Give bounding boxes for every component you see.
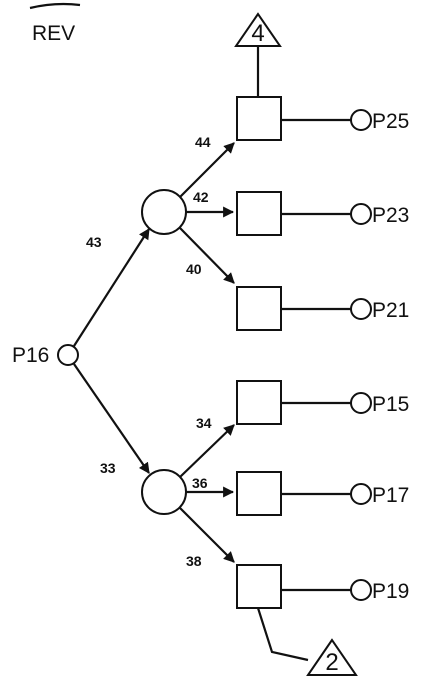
- edge-label-lower-3: 38: [186, 553, 202, 569]
- delta-marker-bottom: [306, 638, 358, 676]
- box-6: [236, 564, 282, 609]
- box-3: [236, 286, 282, 331]
- delta-marker-bottom-label: 2: [325, 649, 338, 676]
- output-node-4: [350, 392, 372, 414]
- source-label: P16: [12, 344, 49, 367]
- output-label-5: P17: [372, 484, 409, 507]
- output-node-5: [350, 483, 372, 505]
- edge-upper-3: [179, 227, 235, 284]
- junction-upper: [141, 189, 187, 235]
- edge-lower-main: [73, 363, 150, 474]
- output-label-3: P21: [372, 299, 409, 322]
- rev-label: REV: [32, 22, 75, 45]
- output-label-2: P23: [372, 204, 409, 227]
- edge-label-upper-1: 44: [195, 134, 211, 150]
- edge-label-upper-3: 40: [186, 261, 202, 277]
- rev-scribble: [29, 2, 81, 10]
- box-1: [236, 96, 282, 141]
- delta-marker-top-label: 4: [251, 20, 264, 47]
- edge-upper-main: [73, 228, 150, 347]
- source-node: [57, 344, 79, 366]
- output-label-4: P15: [372, 393, 409, 416]
- edge-label-upper-main: 43: [86, 234, 102, 250]
- output-label-1: P25: [372, 110, 409, 133]
- edge-upper-1: [179, 142, 235, 198]
- output-label-6: P19: [372, 580, 409, 603]
- edge-label-upper-2: 42: [193, 189, 209, 205]
- marker-bottom-connector: [256, 607, 309, 662]
- output-node-6: [350, 579, 372, 601]
- edge-lower-1: [179, 424, 235, 478]
- edge-lower-3: [179, 507, 235, 563]
- output-node-2: [350, 203, 372, 225]
- edge-label-lower-1: 34: [196, 415, 212, 431]
- output-node-3: [350, 298, 372, 320]
- box-2: [236, 191, 282, 236]
- edge-label-lower-2: 36: [192, 475, 208, 491]
- output-node-1: [350, 109, 372, 131]
- box-5: [236, 471, 282, 516]
- box-4: [236, 380, 282, 425]
- edge-label-lower-main: 33: [100, 460, 116, 476]
- junction-lower: [141, 469, 187, 515]
